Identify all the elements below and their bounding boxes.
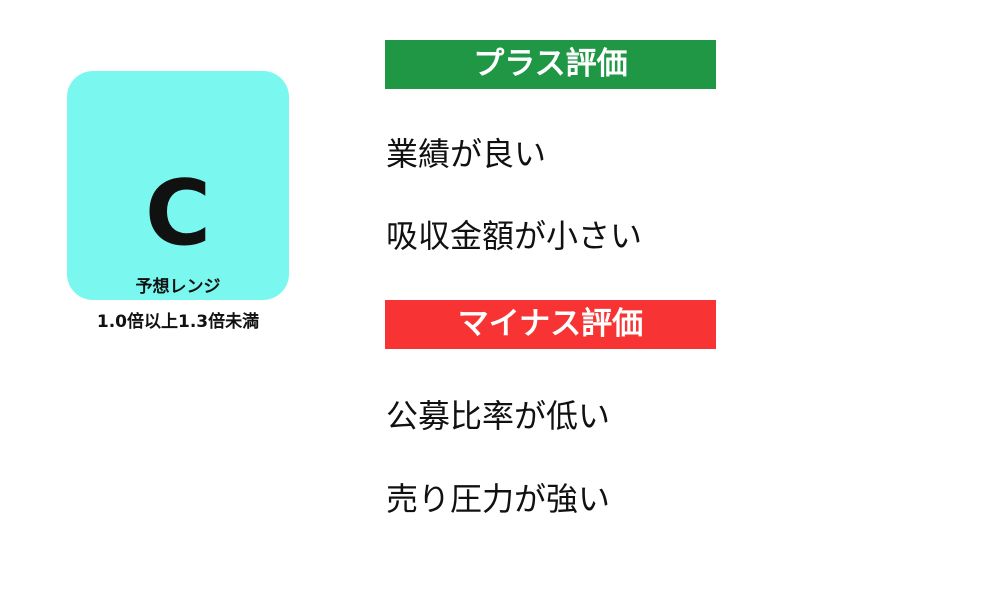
grade-range-value: 1.0倍以上1.3倍未満 [96, 312, 260, 332]
grade-letter: C [144, 161, 212, 266]
plus-item: 業績が良い [386, 135, 547, 173]
plus-evaluation-header: プラス評価 [385, 40, 716, 89]
minus-item: 公募比率が低い [386, 397, 611, 435]
grade-card: C 予想レンジ 1.0倍以上1.3倍未満 [67, 71, 289, 331]
plus-item: 吸収金額が小さい [386, 217, 643, 255]
grade-range-label: 予想レンジ [135, 277, 221, 297]
minus-evaluation-header: マイナス評価 [385, 300, 716, 349]
minus-item: 売り圧力が強い [386, 480, 611, 518]
